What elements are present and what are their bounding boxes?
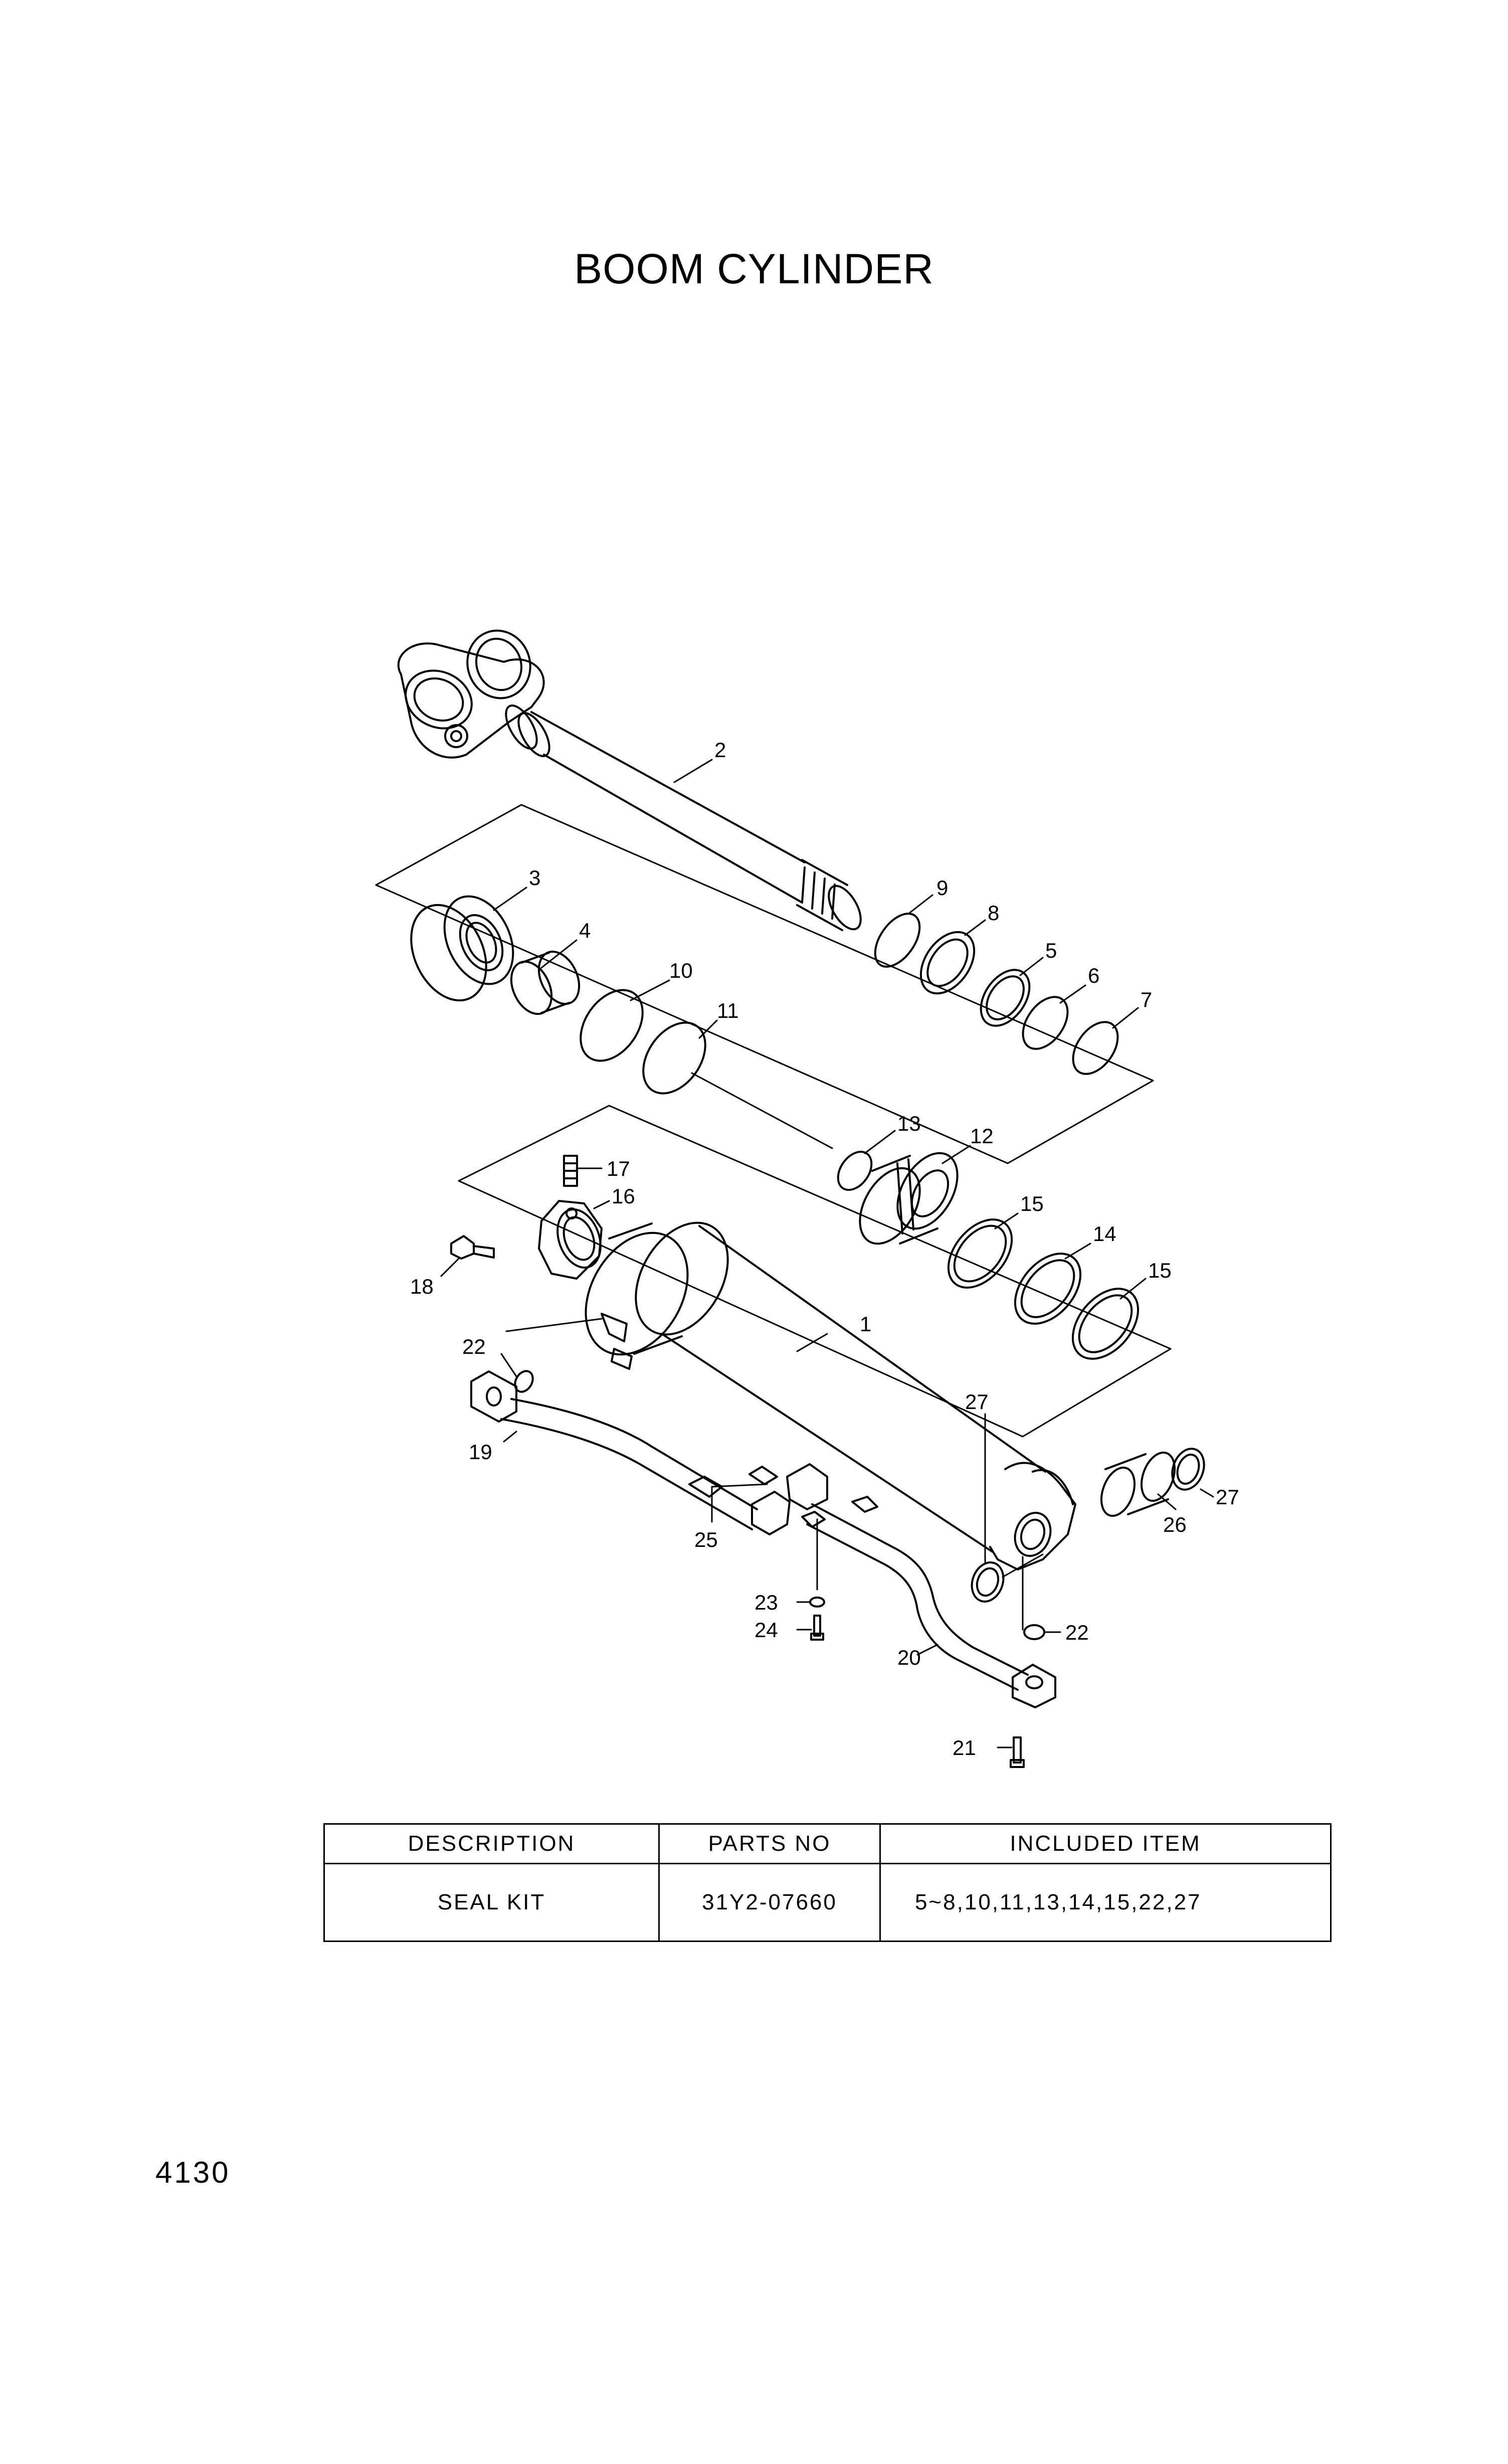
wear-ring-lower bbox=[1071, 1288, 1140, 1360]
callout-17: 17 bbox=[607, 1157, 630, 1180]
callout-19: 19 bbox=[469, 1440, 492, 1464]
callout-11: 11 bbox=[717, 999, 739, 1022]
seal-kit-table: DESCRIPTION PARTS NO INCLUDED ITEM SEAL … bbox=[323, 1823, 1332, 1942]
header-description: DESCRIPTION bbox=[323, 1823, 660, 1864]
callout-4: 4 bbox=[579, 919, 591, 942]
o-ring-9 bbox=[874, 913, 921, 968]
dust-seal-27-right-inner bbox=[1176, 1453, 1200, 1485]
callout-18: 18 bbox=[410, 1275, 434, 1298]
callout-numbers: 2 3 4 10 11 9 8 5 6 7 13 12 15 14 15 17 … bbox=[410, 738, 1239, 1759]
set-screw bbox=[563, 1155, 578, 1187]
o-ring-10 bbox=[580, 989, 644, 1062]
callout-16: 16 bbox=[612, 1184, 635, 1208]
dust-wiper bbox=[919, 931, 976, 995]
callout-1: 1 bbox=[860, 1312, 871, 1336]
o-ring-11 bbox=[642, 1021, 706, 1095]
wear-ring-upper bbox=[947, 1218, 1013, 1289]
pipe-19 bbox=[470, 1370, 758, 1530]
cell-description: SEAL KIT bbox=[323, 1863, 660, 1942]
header-parts-no: PARTS NO bbox=[658, 1823, 881, 1864]
callout-22-upper: 22 bbox=[462, 1335, 486, 1358]
callout-5: 5 bbox=[1045, 939, 1057, 962]
pipe-20 bbox=[806, 1503, 1056, 1708]
cell-included-item: 5~8,10,11,13,14,15,22,27 bbox=[879, 1863, 1332, 1942]
cylinder-tube bbox=[585, 1221, 1076, 1570]
dust-seal-27-left bbox=[971, 1561, 1005, 1603]
table-row: SEAL KIT 31Y2-07660 5~8,10,11,13,14,15,2… bbox=[323, 1863, 1332, 1942]
piston bbox=[859, 1152, 959, 1245]
lock-nut bbox=[538, 1200, 603, 1280]
callout-3: 3 bbox=[529, 866, 540, 890]
callout-26: 26 bbox=[1163, 1513, 1187, 1536]
callout-15-upper: 15 bbox=[1020, 1192, 1044, 1215]
bushing-26 bbox=[1100, 1451, 1176, 1517]
dust-seal-27-right bbox=[1171, 1448, 1205, 1491]
page-title: BOOM CYLINDER bbox=[574, 245, 934, 292]
callout-24: 24 bbox=[755, 1618, 778, 1642]
gland-group-outline bbox=[375, 804, 1154, 1164]
backup-ring bbox=[1072, 1021, 1119, 1075]
header-included-item: INCLUDED ITEM bbox=[879, 1823, 1332, 1864]
callout-22-lower: 22 bbox=[1065, 1621, 1089, 1644]
callout-10: 10 bbox=[669, 959, 693, 982]
washer-23 bbox=[809, 1597, 825, 1608]
callout-15-lower: 15 bbox=[1148, 1259, 1172, 1282]
o-ring-22-upper bbox=[514, 1370, 534, 1393]
piston-group-outline bbox=[458, 1105, 1172, 1438]
o-ring-22-lower bbox=[1023, 1624, 1045, 1640]
callout-20: 20 bbox=[897, 1646, 921, 1669]
callout-7: 7 bbox=[1141, 988, 1152, 1011]
callout-6: 6 bbox=[1088, 964, 1099, 987]
piston-seal bbox=[1014, 1253, 1082, 1325]
callout-12: 12 bbox=[970, 1124, 994, 1148]
leader-lines bbox=[440, 759, 1214, 1748]
cell-parts-no: 31Y2-07660 bbox=[658, 1863, 881, 1942]
callout-21: 21 bbox=[953, 1736, 976, 1759]
piston-rod bbox=[397, 629, 862, 931]
bushing bbox=[510, 950, 581, 1015]
page-number: 4130 bbox=[155, 2156, 231, 2189]
callout-9: 9 bbox=[936, 876, 948, 900]
hex-bolt bbox=[450, 1235, 495, 1260]
callout-14: 14 bbox=[1093, 1222, 1116, 1246]
buffer-ring bbox=[1022, 996, 1069, 1050]
callout-25: 25 bbox=[694, 1528, 718, 1551]
callout-8: 8 bbox=[988, 901, 999, 925]
o-ring-13 bbox=[837, 1151, 873, 1191]
callout-13: 13 bbox=[897, 1112, 921, 1135]
rod-cover-gland bbox=[410, 895, 514, 1002]
bolt-21 bbox=[1010, 1736, 1025, 1768]
dust-seal-27-left-inner bbox=[976, 1567, 1000, 1597]
table-header-row: DESCRIPTION PARTS NO INCLUDED ITEM bbox=[323, 1823, 1332, 1864]
callout-2: 2 bbox=[714, 738, 726, 762]
callout-27-left: 27 bbox=[965, 1390, 989, 1414]
bolt-24 bbox=[810, 1615, 824, 1641]
callout-23: 23 bbox=[755, 1591, 778, 1614]
callout-27-right: 27 bbox=[1216, 1485, 1239, 1509]
rod-seal bbox=[980, 969, 1031, 1027]
